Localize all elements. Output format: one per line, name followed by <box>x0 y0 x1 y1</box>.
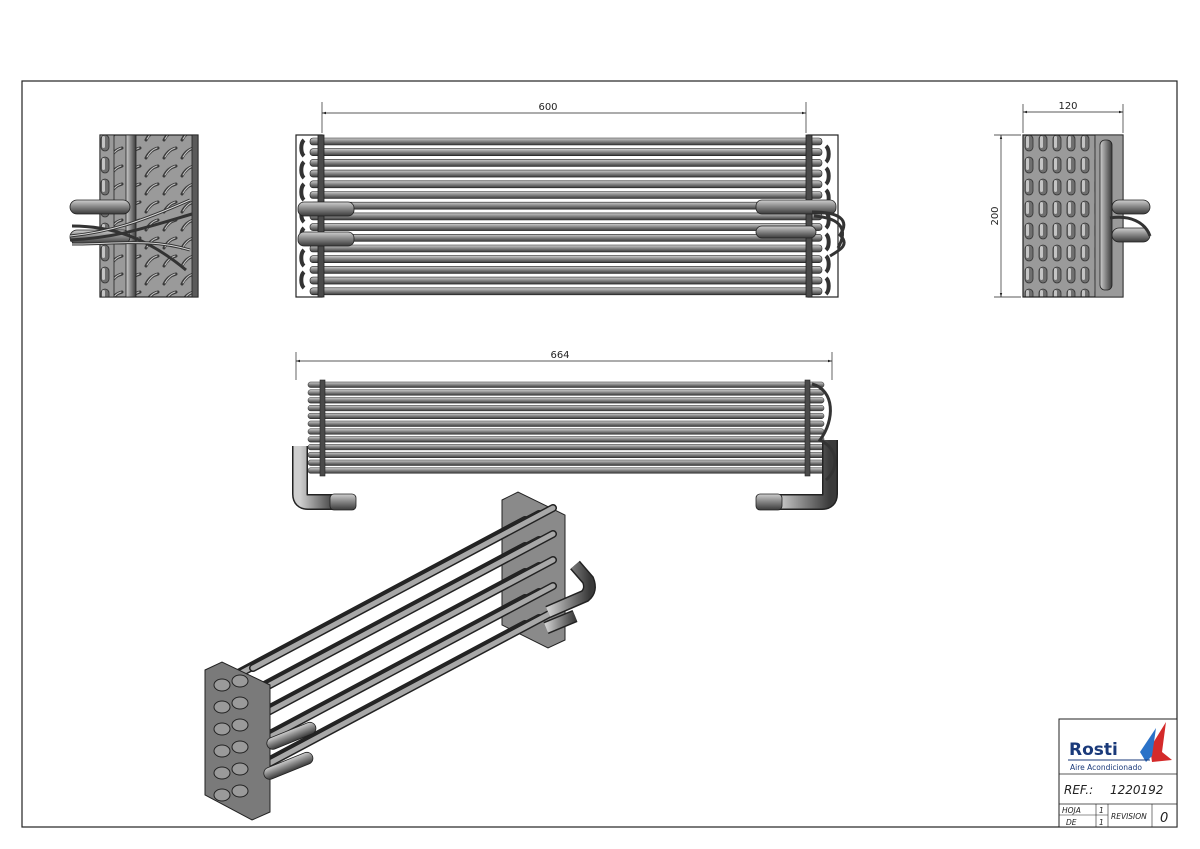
top-view-tube <box>309 212 823 221</box>
front-view-tube <box>307 444 825 451</box>
dimension-664-label: 664 <box>550 350 569 361</box>
left-end-view <box>69 134 199 298</box>
de-label: DE <box>1066 818 1077 827</box>
front-view-tube <box>307 451 825 458</box>
iso-tube <box>250 583 556 749</box>
right-end-view <box>1022 134 1152 298</box>
revision-value: 0 <box>1160 811 1168 826</box>
top-view <box>295 134 846 298</box>
dimension-600-label: 600 <box>538 102 557 113</box>
iso-return-bend <box>231 784 249 798</box>
top-view-tube <box>309 276 823 285</box>
front-view-tube <box>307 381 825 388</box>
front-view-tube <box>307 420 825 427</box>
iso-return-bend <box>213 678 231 692</box>
iso-return-bend <box>231 696 249 710</box>
front-view <box>292 379 838 511</box>
logo-accent-blue-icon <box>1140 728 1156 762</box>
top-view-tube <box>309 234 823 242</box>
iso-return-bend <box>213 722 231 736</box>
dimension-120-label: 120 <box>1058 101 1077 112</box>
iso-return-bend <box>231 718 249 732</box>
dimension-120: 120 <box>1022 101 1124 133</box>
top-view-return-bend <box>824 276 831 296</box>
front-view-tube <box>307 389 825 396</box>
dimension-200: 200 <box>990 134 1021 298</box>
ref-value: 1220192 <box>1110 783 1163 797</box>
logo-accent-red-icon <box>1150 722 1172 762</box>
sheet-border <box>21 80 1178 828</box>
front-view-tube <box>307 467 825 474</box>
dimension-664: 664 <box>295 350 833 380</box>
top-view-return-bend <box>824 144 831 164</box>
top-view-tube <box>309 148 823 156</box>
top-view-return-bend <box>299 248 306 268</box>
isometric-view <box>204 491 596 821</box>
top-view-tube <box>309 180 823 189</box>
top-view-return-bend <box>299 270 306 290</box>
top-view-return-bend <box>299 182 306 202</box>
logo-text: Rosti <box>1069 740 1118 760</box>
front-view-tube <box>307 397 825 404</box>
dimension-200-label: 200 <box>990 206 1001 225</box>
top-view-tube <box>309 201 823 210</box>
iso-tube <box>250 557 556 723</box>
iso-return-bend <box>213 766 231 780</box>
top-view-return-bend <box>824 254 831 274</box>
de-value: 1 <box>1099 818 1104 827</box>
top-view-return-bend <box>824 166 831 186</box>
iso-return-bend <box>231 674 249 688</box>
top-view-tube <box>309 266 823 274</box>
front-view-tube <box>307 412 825 419</box>
top-view-tube <box>309 287 823 296</box>
iso-return-bend <box>213 700 231 714</box>
iso-tube <box>250 505 556 671</box>
top-view-tube <box>309 169 823 178</box>
top-view-return-bend <box>299 138 306 158</box>
iso-return-bend <box>213 788 231 802</box>
iso-return-bend <box>231 762 249 776</box>
top-view-tube <box>309 244 823 253</box>
logo-subtitle: Aire Acondicionado <box>1070 763 1142 772</box>
front-view-tube <box>307 428 825 435</box>
front-view-tube <box>307 405 825 412</box>
iso-tube <box>250 609 556 775</box>
top-view-return-bend <box>299 160 306 180</box>
dimension-600: 600 <box>321 102 807 133</box>
top-view-tube <box>309 255 823 263</box>
revision-label: REVISION <box>1111 812 1147 821</box>
front-view-tube <box>307 459 825 466</box>
hoja-label: HOJA <box>1062 806 1081 815</box>
ref-label: REF.: <box>1064 783 1093 797</box>
top-view-tube <box>309 223 823 231</box>
front-view-tube <box>307 436 825 443</box>
iso-return-bend <box>213 744 231 758</box>
iso-tube <box>250 531 556 697</box>
top-view-return-bend <box>824 232 831 252</box>
top-view-tube <box>309 159 823 167</box>
top-view-tube <box>309 137 823 146</box>
rosti-logo: Rosti Aire Acondicionado <box>1068 722 1172 772</box>
hoja-value: 1 <box>1099 806 1104 815</box>
iso-return-bend <box>231 740 249 754</box>
top-view-tube <box>309 191 823 199</box>
title-block: Rosti Aire Acondicionado REF.: 1220192 H… <box>1058 718 1178 828</box>
